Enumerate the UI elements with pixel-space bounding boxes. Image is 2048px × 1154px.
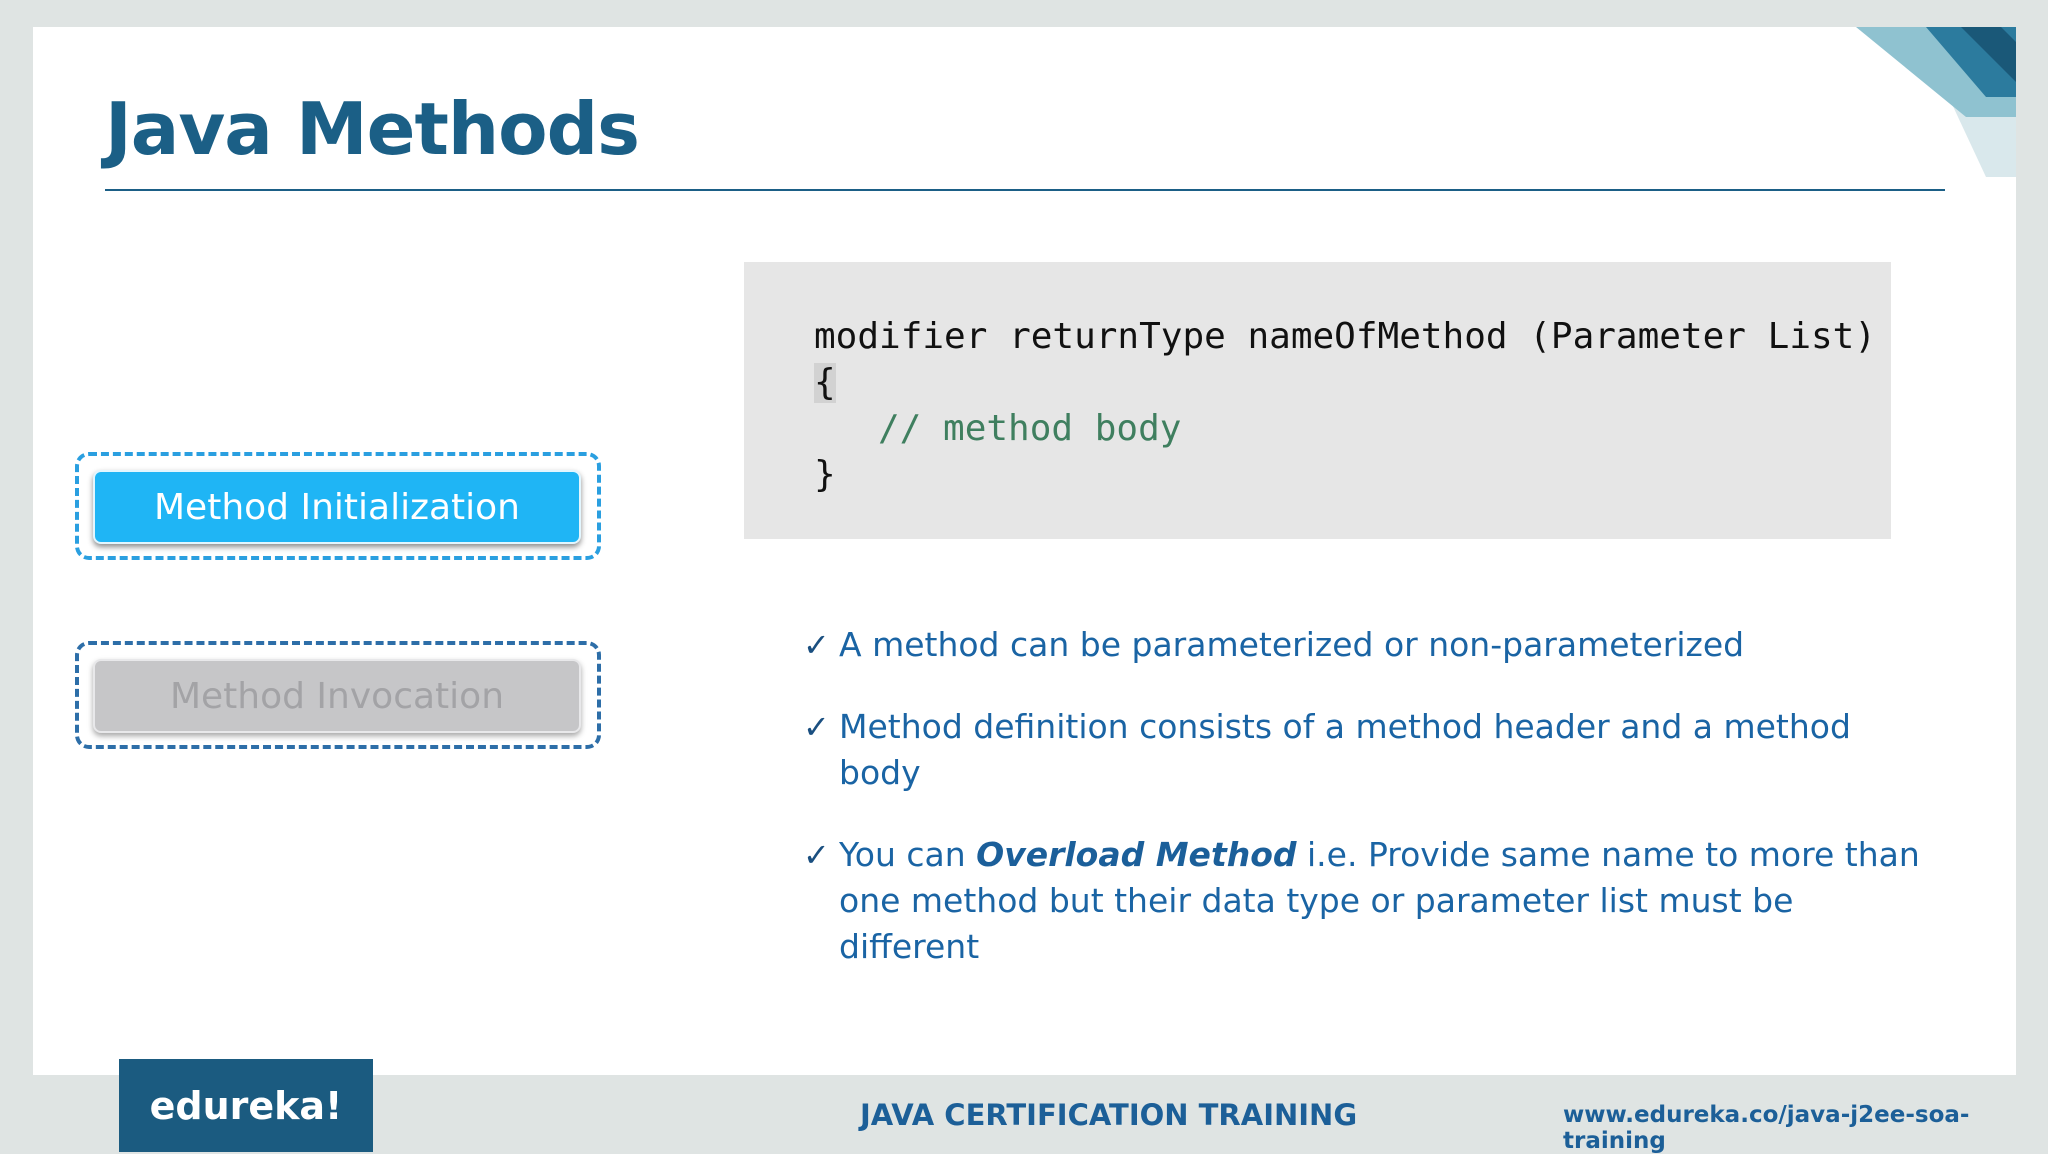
code-open-brace: {: [814, 362, 836, 403]
edureka-logo: edureka!: [119, 1059, 373, 1152]
bullet-text-suffix: i.e. Provide same name to more than one …: [839, 835, 1920, 966]
title-divider: [105, 189, 1945, 191]
code-signature: modifier returnType nameOfMethod (Parame…: [814, 316, 1877, 357]
code-close-brace: }: [814, 454, 836, 495]
bullet-list: ✓ A method can be parameterized or non-p…: [803, 622, 1933, 1006]
method-initialization-button[interactable]: Method Initialization: [93, 470, 581, 544]
bullet-text-prefix: You can: [839, 835, 977, 874]
bullet-text: Method definition consists of a method h…: [839, 707, 1851, 792]
list-item: ✓ A method can be parameterized or non-p…: [803, 622, 1933, 668]
corner-decoration: [1856, 27, 2016, 177]
footer-url-link[interactable]: www.edureka.co/java-j2ee-soa-training: [1563, 1102, 1970, 1154]
method-initialization-frame: Method Initialization: [75, 452, 601, 560]
checkmark-icon: ✓: [803, 626, 830, 664]
code-block: modifier returnType nameOfMethod (Parame…: [744, 262, 1891, 539]
list-item: ✓ You can Overload Method i.e. Provide s…: [803, 832, 1933, 970]
footer-course-title: JAVA CERTIFICATION TRAINING: [860, 1098, 1358, 1132]
code-comment: // method body: [878, 408, 1182, 449]
bullet-emphasis: Overload Method: [976, 835, 1297, 874]
checkmark-icon: ✓: [803, 708, 830, 746]
method-invocation-button[interactable]: Method Invocation: [93, 659, 581, 733]
slide: Java Methods Method Initialization Metho…: [33, 27, 2016, 1075]
bullet-text: A method can be parameterized or non-par…: [839, 625, 1745, 664]
checkmark-icon: ✓: [803, 836, 830, 874]
method-invocation-frame: Method Invocation: [75, 641, 601, 749]
list-item: ✓ Method definition consists of a method…: [803, 704, 1933, 796]
slide-title: Java Methods: [105, 87, 640, 171]
